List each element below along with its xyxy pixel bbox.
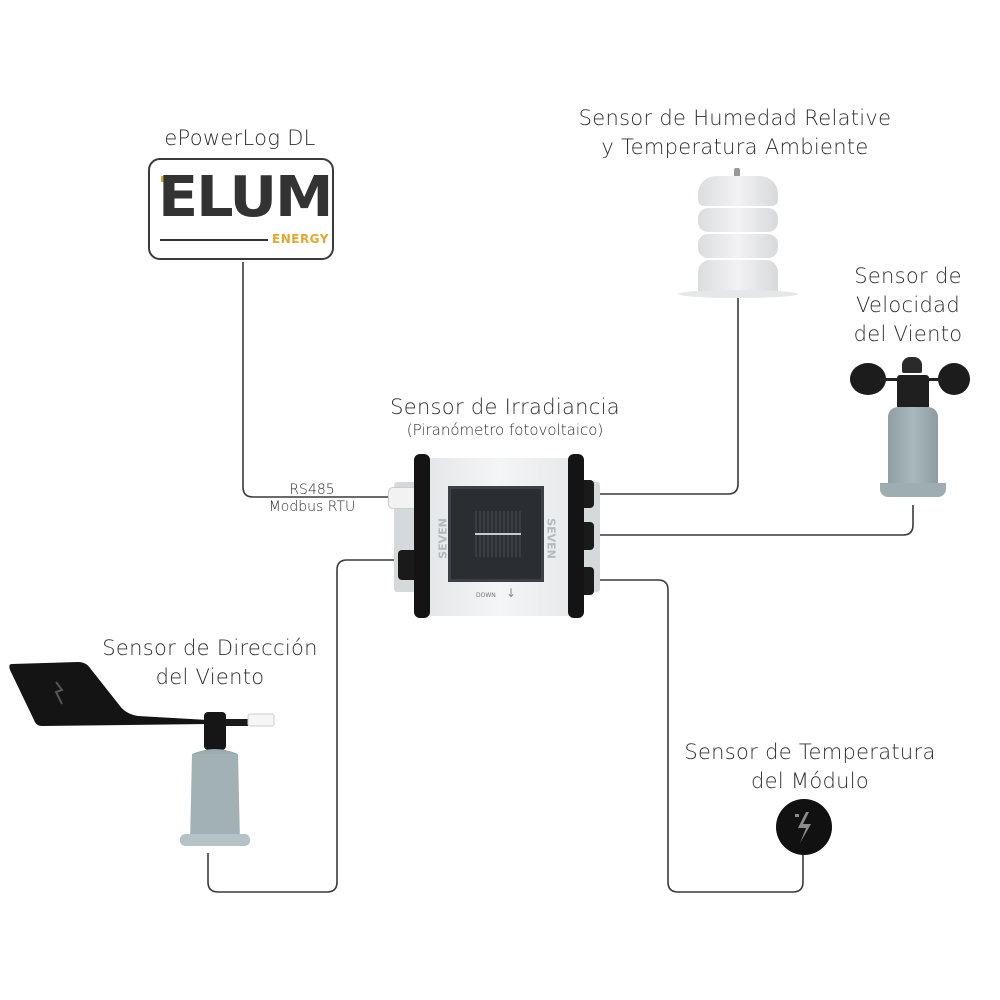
module-temp-title-line1: Sensor de Temperatura xyxy=(684,740,936,764)
cell-busbar xyxy=(475,533,521,535)
sensor-housing xyxy=(888,407,938,489)
elum-logo: ELUM xyxy=(158,165,333,230)
wind-direction-title-line1: Sensor de Dirección xyxy=(102,636,318,660)
end-cap-right xyxy=(568,454,584,618)
module-temp-sensor-device[interactable] xyxy=(776,799,832,855)
housing-base xyxy=(880,483,946,497)
lightning-icon xyxy=(795,812,811,843)
solar-cell-icon xyxy=(448,486,544,582)
wire-wind-direction xyxy=(207,559,402,893)
wire-module-temp xyxy=(594,579,804,893)
datalogger-device[interactable]: ELUM ENERGY xyxy=(148,158,334,260)
rotor-hub xyxy=(897,375,929,409)
irradiance-title: Sensor de Irradiancia xyxy=(390,395,620,419)
wind-direction-title-line2: del Viento xyxy=(155,665,265,689)
brand-label-left: SEVEN xyxy=(436,518,450,559)
wind-direction-sensor-device[interactable] xyxy=(8,658,278,858)
brand-label-right: SEVEN xyxy=(544,518,558,559)
shield-plate-3 xyxy=(698,234,778,258)
wind-speed-title-line1: Sensor de xyxy=(854,264,962,288)
link-protocol-detail: Modbus RTU xyxy=(268,499,356,515)
datalogger-title: ePowerLog DL xyxy=(164,126,316,150)
down-arrow-icon: ↓ xyxy=(506,586,517,600)
irradiance-sensor-device[interactable]: SEVEN SEVEN DOWN ↓ xyxy=(388,452,606,620)
irradiance-subtitle: (Piranómetro fotovoltaico) xyxy=(406,421,604,439)
connector-left xyxy=(398,550,418,580)
wind-speed-title-line3: del Viento xyxy=(853,322,963,346)
logo-underline xyxy=(160,239,268,241)
mount-flange xyxy=(678,290,798,298)
energy-logo-text: ENERGY xyxy=(272,232,329,246)
shield-plate-1 xyxy=(698,176,778,206)
wire-wind-speed xyxy=(594,505,914,536)
wind-vane-icon xyxy=(9,662,275,846)
module-temp-title-line2: del Módulo xyxy=(750,769,870,793)
link-protocol: RS485 xyxy=(289,482,335,498)
sensor-tip xyxy=(734,168,740,178)
wind-speed-sensor-device[interactable] xyxy=(850,355,975,505)
shield-plate-2 xyxy=(698,208,778,232)
shield-base xyxy=(698,260,778,292)
end-cap-left xyxy=(414,454,430,618)
cup-center xyxy=(902,357,922,373)
humidity-sensor-device[interactable] xyxy=(678,168,798,300)
logo-accent-bar xyxy=(161,176,191,182)
humidity-title-line1: Sensor de Humedad Relative xyxy=(578,106,892,130)
down-label: DOWN xyxy=(476,592,496,599)
wind-speed-title-line2: Velocidad xyxy=(856,293,960,317)
cup-right xyxy=(938,363,970,395)
wire-humidity xyxy=(594,298,739,495)
humidity-title-line2: y Temperatura Ambiente xyxy=(601,135,869,159)
wire-datalogger-irradiance xyxy=(242,262,390,498)
